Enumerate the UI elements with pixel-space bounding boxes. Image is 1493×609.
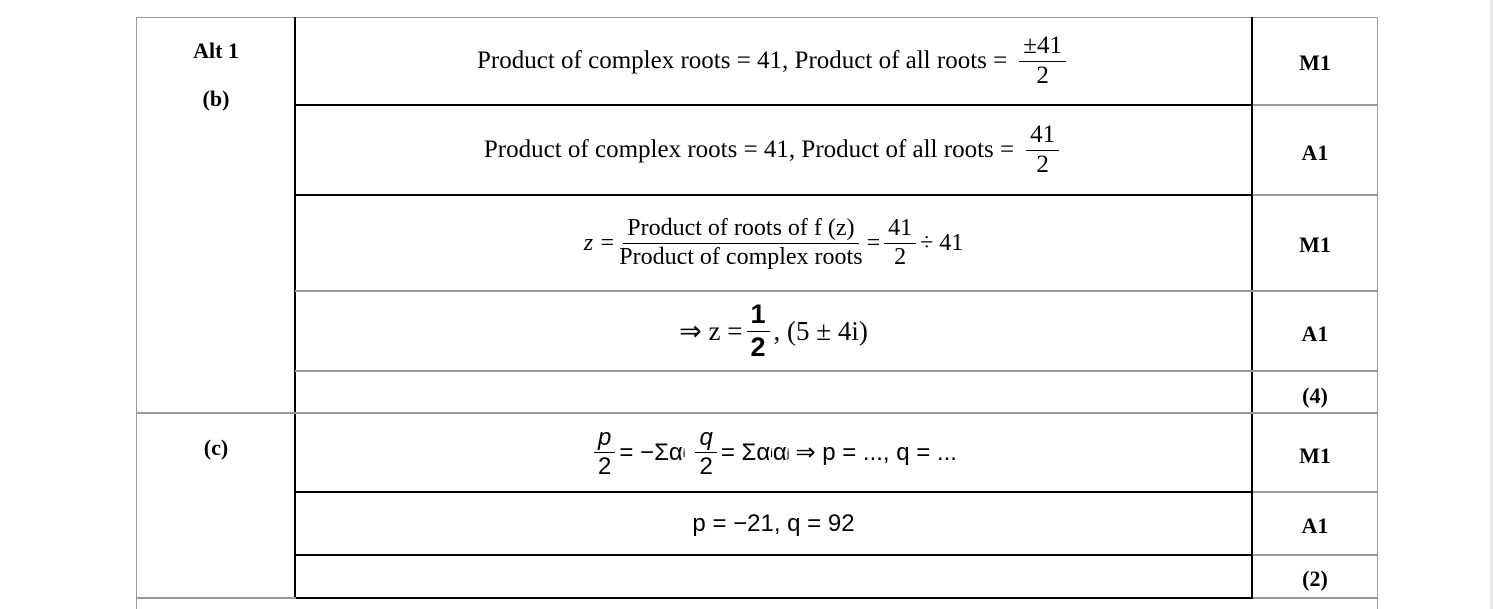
working-text: Product of complex roots = 41, Product o…	[483, 136, 1015, 163]
answer-text: p = −21, q = 92	[692, 509, 855, 537]
mark: A1	[1301, 321, 1329, 346]
table-border	[1377, 17, 1378, 609]
working-cell: p = −21, q = 92	[296, 493, 1251, 554]
row-divider	[1253, 491, 1377, 493]
mark: A1	[1301, 140, 1329, 165]
row-divider	[295, 104, 1253, 106]
mark: M1	[1299, 443, 1331, 468]
fraction-numerator: 41	[884, 215, 917, 244]
page-edge	[1490, 0, 1493, 609]
fraction-denominator: Product of complex roots	[619, 243, 863, 270]
fraction-numerator: 41	[1026, 121, 1060, 151]
subscript: i	[682, 445, 686, 460]
fraction-numerator: Product of roots of f (z)	[623, 215, 859, 244]
mark: M1	[1299, 232, 1331, 257]
mark: M1	[1299, 50, 1331, 75]
row-divider	[1253, 597, 1377, 599]
fraction-denominator: 2	[1036, 61, 1049, 89]
fraction-numerator: 1	[746, 299, 770, 332]
sum-expression: = Σα	[720, 438, 771, 466]
row-divider	[295, 597, 1253, 599]
fraction-denominator: 2	[699, 453, 713, 480]
table-border	[1251, 17, 1253, 599]
part-label: (b)	[202, 86, 230, 111]
total-mark: (2)	[1302, 566, 1328, 591]
row-divider	[1253, 194, 1377, 196]
row-divider	[1253, 554, 1377, 556]
equation-lhs: z =	[583, 229, 616, 256]
fraction-numerator: p	[594, 424, 616, 453]
fraction-denominator: 2	[1036, 150, 1049, 178]
total-mark: (4)	[1302, 383, 1328, 408]
working-cell: z = Product of roots of f (z)Product of …	[296, 196, 1251, 290]
fraction-denominator: 2	[894, 243, 907, 270]
part-label: (c)	[203, 435, 229, 460]
equation-tail: ÷ 41	[920, 229, 964, 256]
subscript: i	[770, 445, 773, 460]
row-divider	[295, 370, 1377, 372]
row-divider	[136, 412, 1377, 414]
fraction-denominator: 2	[750, 331, 766, 362]
subscript: j	[786, 445, 790, 460]
equation-lhs: ⇒ z =	[679, 315, 743, 346]
row-divider	[295, 491, 1253, 493]
table-border	[136, 17, 137, 609]
fraction-denominator: 2	[598, 453, 612, 480]
table-border	[136, 17, 1377, 18]
equation-tail: ⇒ p = ..., q = ...	[795, 439, 957, 466]
working-cell: Product of complex roots = 41, Product o…	[296, 18, 1251, 104]
equals: =	[866, 229, 881, 256]
equation-tail: , (5 ± 4i)	[773, 315, 868, 346]
mark: A1	[1301, 513, 1329, 538]
row-divider	[1253, 104, 1377, 106]
row-divider	[295, 290, 1377, 292]
fraction-numerator: ±41	[1019, 32, 1066, 62]
table-border	[294, 17, 296, 599]
working-cell: Product of complex roots = 41, Product o…	[296, 106, 1251, 194]
sum-expression: = −Σα	[619, 438, 683, 466]
row-divider	[295, 554, 1253, 556]
part-label: Alt 1	[193, 38, 239, 63]
working-text: Product of complex roots = 41, Product o…	[477, 47, 1008, 74]
fraction-numerator: q	[695, 424, 717, 453]
row-divider	[136, 597, 296, 599]
row-divider	[295, 194, 1253, 196]
